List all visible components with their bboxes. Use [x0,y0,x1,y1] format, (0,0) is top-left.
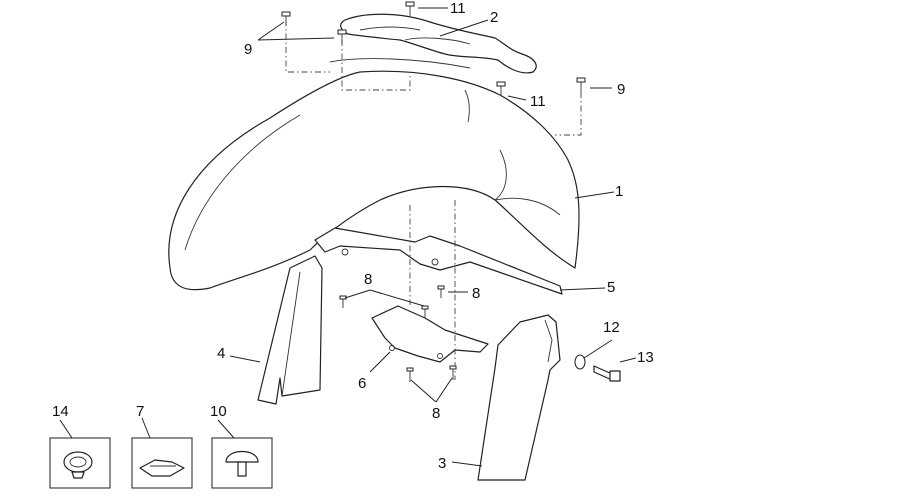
assembly-lines [285,20,582,380]
screw-8-right [437,285,445,298]
callout-1: 1 [615,183,623,200]
part-4-left-fork-cover [257,255,323,405]
part-2-upper-cover [340,13,537,74]
screw-9-right [576,77,586,92]
screw-9-center [337,29,347,44]
callout-8-upper-right: 8 [472,285,480,302]
part-13-bolt [593,365,621,382]
callout-11-top: 11 [450,0,466,17]
screw-8-bottom-right [449,365,457,380]
screw-11-right [496,81,506,96]
screw-8-mid [421,305,429,318]
leader-lines [59,7,637,467]
part-3-right-fork-cover [477,314,561,481]
callout-10: 10 [210,403,227,420]
callout-11-right: 11 [530,93,546,110]
screw-11-top [405,1,415,16]
detail-box-7-clip [131,437,193,489]
part-12-washer [574,354,586,370]
callout-14: 14 [52,403,69,420]
detail-box-10-rivet [211,437,273,489]
callout-7: 7 [136,403,144,420]
screw-9-left [281,11,291,26]
callout-2: 2 [490,9,498,26]
part-6-small-bracket [371,305,489,363]
callout-4: 4 [217,345,225,362]
part-5-stay-bracket [314,227,563,295]
callout-6: 6 [358,375,366,392]
callout-5: 5 [607,279,615,296]
callout-12: 12 [603,319,620,336]
callout-13: 13 [637,349,654,366]
callout-8-bottom: 8 [432,405,440,422]
callout-9-right: 9 [617,81,625,98]
part-1-front-mudguard [168,58,580,291]
detail-box-14-grommet [49,437,111,489]
screw-8-bottom-left [406,367,414,382]
callout-9-left: 9 [244,41,252,58]
callout-3: 3 [438,455,446,472]
callout-labels: 1 2 3 4 5 6 7 8 8 8 9 9 10 11 11 12 13 1… [52,0,654,472]
callout-8-upper-left: 8 [364,271,372,288]
